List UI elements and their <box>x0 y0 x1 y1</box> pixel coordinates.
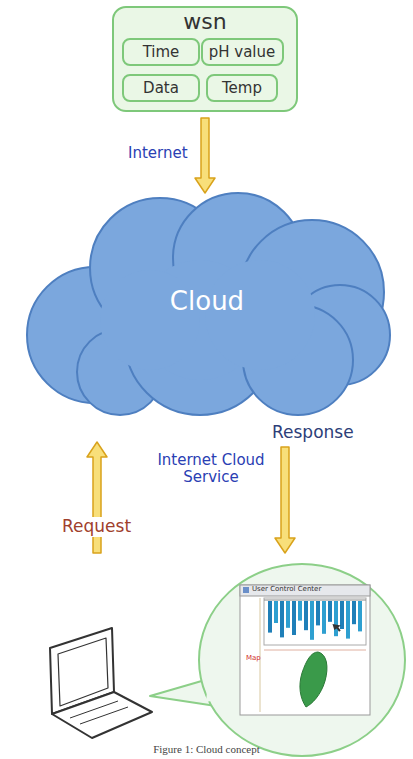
service-label: Internet Cloud Service <box>150 452 272 487</box>
field-box: Data <box>122 74 200 102</box>
wsn-box: wsnTime pH valueData Temp <box>112 6 298 112</box>
block-arrow <box>275 447 295 553</box>
node-title: wsn <box>114 9 296 35</box>
node-title: Time <box>143 43 180 61</box>
client-view: User Control CenterMap <box>35 555 405 757</box>
field-box: pH value <box>201 38 284 66</box>
node-title: User Control Center <box>252 586 321 594</box>
laptop-icon <box>50 628 152 738</box>
edge-label: Internet <box>128 145 188 162</box>
bar-chart <box>268 601 362 640</box>
taiwan-map <box>300 652 327 707</box>
cloud-shape <box>27 193 390 415</box>
edge-label: Request <box>60 517 133 537</box>
field-box: Temp <box>206 74 278 102</box>
cloud-fill <box>100 260 315 380</box>
block-arrow <box>195 118 215 193</box>
field-box: Time <box>122 38 200 66</box>
figure-caption: Figure 1: Cloud concept <box>0 743 413 756</box>
node-title: Cloud <box>170 286 244 316</box>
speech-bubble <box>150 564 405 756</box>
cloud-node: Cloud <box>22 185 392 417</box>
node-title: Data <box>143 79 179 97</box>
node-title: Temp <box>222 79 262 97</box>
node-title: pH value <box>209 43 276 61</box>
edge-label: Response <box>272 423 354 443</box>
node-text: Map <box>246 655 261 663</box>
app-window <box>240 585 370 715</box>
